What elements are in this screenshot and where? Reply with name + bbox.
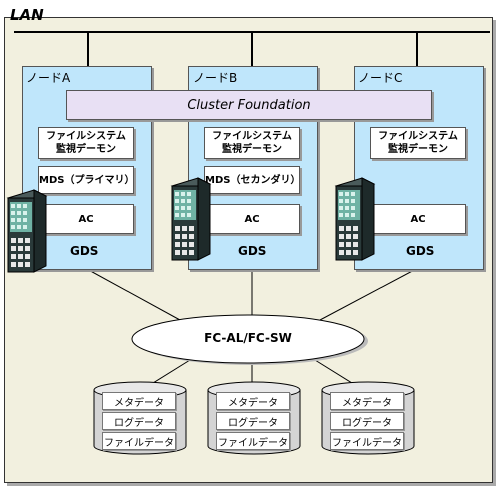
node-b-fs-daemon-line2: 監視デーモン [222,144,282,155]
disk-a-log-label: ログデータ [102,412,176,430]
node-a-to-network-line [84,267,181,321]
lan-label: LAN [10,6,44,24]
node-a-mds-box: MDS（プライマリ） [38,166,134,194]
disk-b-log-label: ログデータ [216,412,290,430]
node-a-fs-daemon-box: ファイルシステム 監視デーモン [38,127,134,159]
node-c-fs-daemon-box: ファイルシステム 監視デーモン [370,127,466,159]
node-b-label: ノードB [193,71,238,85]
server-icon [334,177,376,261]
node-c-fs-daemon-line1: ファイルシステム [378,131,458,142]
server-icon [170,177,212,261]
storage-network-label: FC-AL/FC-SW [204,331,292,345]
disk-a-meta-label: メタデータ [102,392,176,410]
server-icon [6,189,48,273]
disk-a-file-label: ファイルデータ [102,432,176,450]
node-a-label: ノードA [26,71,71,85]
disk-b-meta-label: メタデータ [216,392,290,410]
node-b-fs-daemon-box: ファイルシステム 監視デーモン [204,127,300,159]
node-b-gds-label: GDS [238,244,267,258]
disk-c-meta-label: メタデータ [330,392,404,410]
storage-network-ellipse [131,314,368,365]
node-c-label: ノードC [358,71,403,85]
disk-b-file-label: ファイルデータ [216,432,290,450]
node-c-gds-label: GDS [406,244,435,258]
node-a-gds-label: GDS [70,244,99,258]
cluster-foundation-bar: Cluster Foundation [66,90,432,120]
disk-c-log-label: ログデータ [330,412,404,430]
node-c-ac-box: AC [370,204,466,234]
node-c-fs-daemon-line2: 監視デーモン [388,144,448,155]
node-a-fs-daemon-line1: ファイルシステム [46,131,126,142]
node-c-to-network-line [319,267,419,321]
node-b-mds-box: MDS（セカンダリ） [204,166,300,194]
node-a-ac-box: AC [38,204,134,234]
node-b-ac-box: AC [204,204,300,234]
node-a-fs-daemon-line2: 監視デーモン [56,144,116,155]
node-b-fs-daemon-line1: ファイルシステム [212,131,292,142]
disk-c-file-label: ファイルデータ [330,432,404,450]
